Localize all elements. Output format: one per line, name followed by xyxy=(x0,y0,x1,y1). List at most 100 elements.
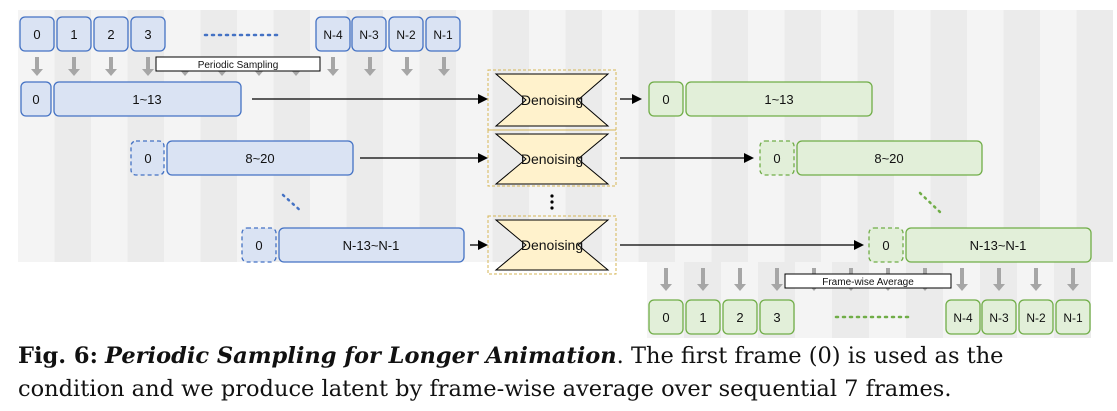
top-frame-label: N-3 xyxy=(359,28,379,42)
stripe xyxy=(894,10,931,262)
top-frame-box xyxy=(93,16,129,52)
out3-range-label: N-13~N-1 xyxy=(970,238,1027,253)
stripe xyxy=(857,10,894,262)
top-frame-label: 1 xyxy=(70,27,77,42)
vertical-ellipsis xyxy=(550,194,554,210)
denoise-block-1: Denoising xyxy=(487,69,617,131)
row2-range-label: 8~20 xyxy=(245,151,274,166)
bottom-frame-label: 1 xyxy=(699,310,706,325)
top-frame-label: N-4 xyxy=(323,28,343,42)
stripe xyxy=(1076,10,1113,262)
top-frame-label: 2 xyxy=(107,27,114,42)
down-arrow xyxy=(660,268,672,291)
row2-cond-label: 0 xyxy=(144,151,151,166)
stripe xyxy=(711,10,748,262)
stripe xyxy=(456,10,493,262)
down-arrow xyxy=(771,268,783,291)
row1-range-label: 1~13 xyxy=(132,92,161,107)
down-arrow xyxy=(327,57,339,76)
top-frame-box xyxy=(315,16,351,52)
down-arrow xyxy=(105,57,117,76)
top-frame-box xyxy=(388,16,424,52)
out1-cond-box xyxy=(648,81,684,117)
stripe xyxy=(638,10,675,262)
stripe xyxy=(346,10,383,262)
stripe xyxy=(273,10,310,262)
background-stripes xyxy=(18,10,1113,338)
bottom-frame-label: 3 xyxy=(773,310,780,325)
out2-cond-box xyxy=(759,140,795,176)
top-frame-box xyxy=(425,16,461,52)
bottom-frame-label: 0 xyxy=(662,310,669,325)
down-arrow xyxy=(1030,268,1042,291)
out2-cond-label: 0 xyxy=(773,151,780,166)
top-frame-box xyxy=(19,16,55,52)
bottom-frame-box xyxy=(945,299,981,335)
svg-text:Denoising: Denoising xyxy=(521,237,583,253)
periodic-sampling-label-box xyxy=(155,56,321,72)
bottom-frame-box xyxy=(648,299,684,335)
stripe xyxy=(237,10,274,262)
out3-cond-label: 0 xyxy=(882,238,889,253)
green-diagonal-ellipsis xyxy=(918,191,942,214)
row1-cond-label: 0 xyxy=(32,92,39,107)
top-frame-box xyxy=(130,16,166,52)
top-frame-box xyxy=(351,16,387,52)
stripe xyxy=(602,10,639,262)
out2-range-label: 8~20 xyxy=(874,151,903,166)
stripe xyxy=(930,10,967,262)
bottom-frame-box xyxy=(981,299,1017,335)
stripe xyxy=(821,10,858,262)
top-frame-box xyxy=(56,16,92,52)
out1-range-box xyxy=(685,81,873,117)
bottom-frame-box xyxy=(1018,299,1054,335)
frame-avg-label-box xyxy=(784,273,952,289)
caption-fig-number: Fig. 6: xyxy=(18,343,98,369)
row1-range-box xyxy=(53,81,242,117)
top-frame-label: N-2 xyxy=(396,28,416,42)
svg-text:Denoising: Denoising xyxy=(521,151,583,167)
bottom-frame-label: N-2 xyxy=(1026,311,1046,325)
stripe xyxy=(310,10,347,262)
bottom-frame-label: N-1 xyxy=(1063,311,1083,325)
stripe xyxy=(784,10,821,262)
stripe xyxy=(967,10,1004,262)
row3-range-box xyxy=(278,227,465,263)
stripe xyxy=(54,10,91,262)
stripe xyxy=(1003,10,1040,262)
frame-avg-label: Frame-wise Average xyxy=(822,277,914,288)
stripe xyxy=(675,10,712,262)
top-frame-label: N-1 xyxy=(433,28,453,42)
down-arrow xyxy=(142,57,154,76)
bottom-frame-box xyxy=(685,299,721,335)
top-frame-label: 3 xyxy=(144,27,151,42)
denoise-block-3: Denoising xyxy=(487,215,617,275)
down-arrow xyxy=(734,268,746,291)
row3-cond-box xyxy=(241,227,277,263)
svg-text:Denoising: Denoising xyxy=(521,92,583,108)
row3-cond-label: 0 xyxy=(255,238,262,253)
stripe xyxy=(419,10,456,262)
down-arrow xyxy=(993,268,1005,291)
bottom-frame-box xyxy=(1055,299,1091,335)
bottom-frame-label: 2 xyxy=(736,310,743,325)
bottom-frame-box xyxy=(759,299,795,335)
stripe xyxy=(200,10,237,262)
out3-range-box xyxy=(905,227,1092,263)
down-arrow xyxy=(438,57,450,76)
down-arrow xyxy=(1067,268,1079,291)
denoise-block-2: Denoising xyxy=(487,129,617,187)
row2-cond-box xyxy=(130,140,165,176)
periodic-sampling-label: Periodic Sampling xyxy=(198,60,279,71)
stripe xyxy=(1040,10,1077,262)
stripe xyxy=(18,10,55,262)
caption-title: Periodic Sampling for Longer Animation xyxy=(105,343,617,369)
down-arrow xyxy=(364,57,376,76)
row2-range-box xyxy=(166,140,354,176)
stripe xyxy=(127,10,164,262)
out3-cond-box xyxy=(868,227,904,263)
down-arrow xyxy=(956,268,968,291)
